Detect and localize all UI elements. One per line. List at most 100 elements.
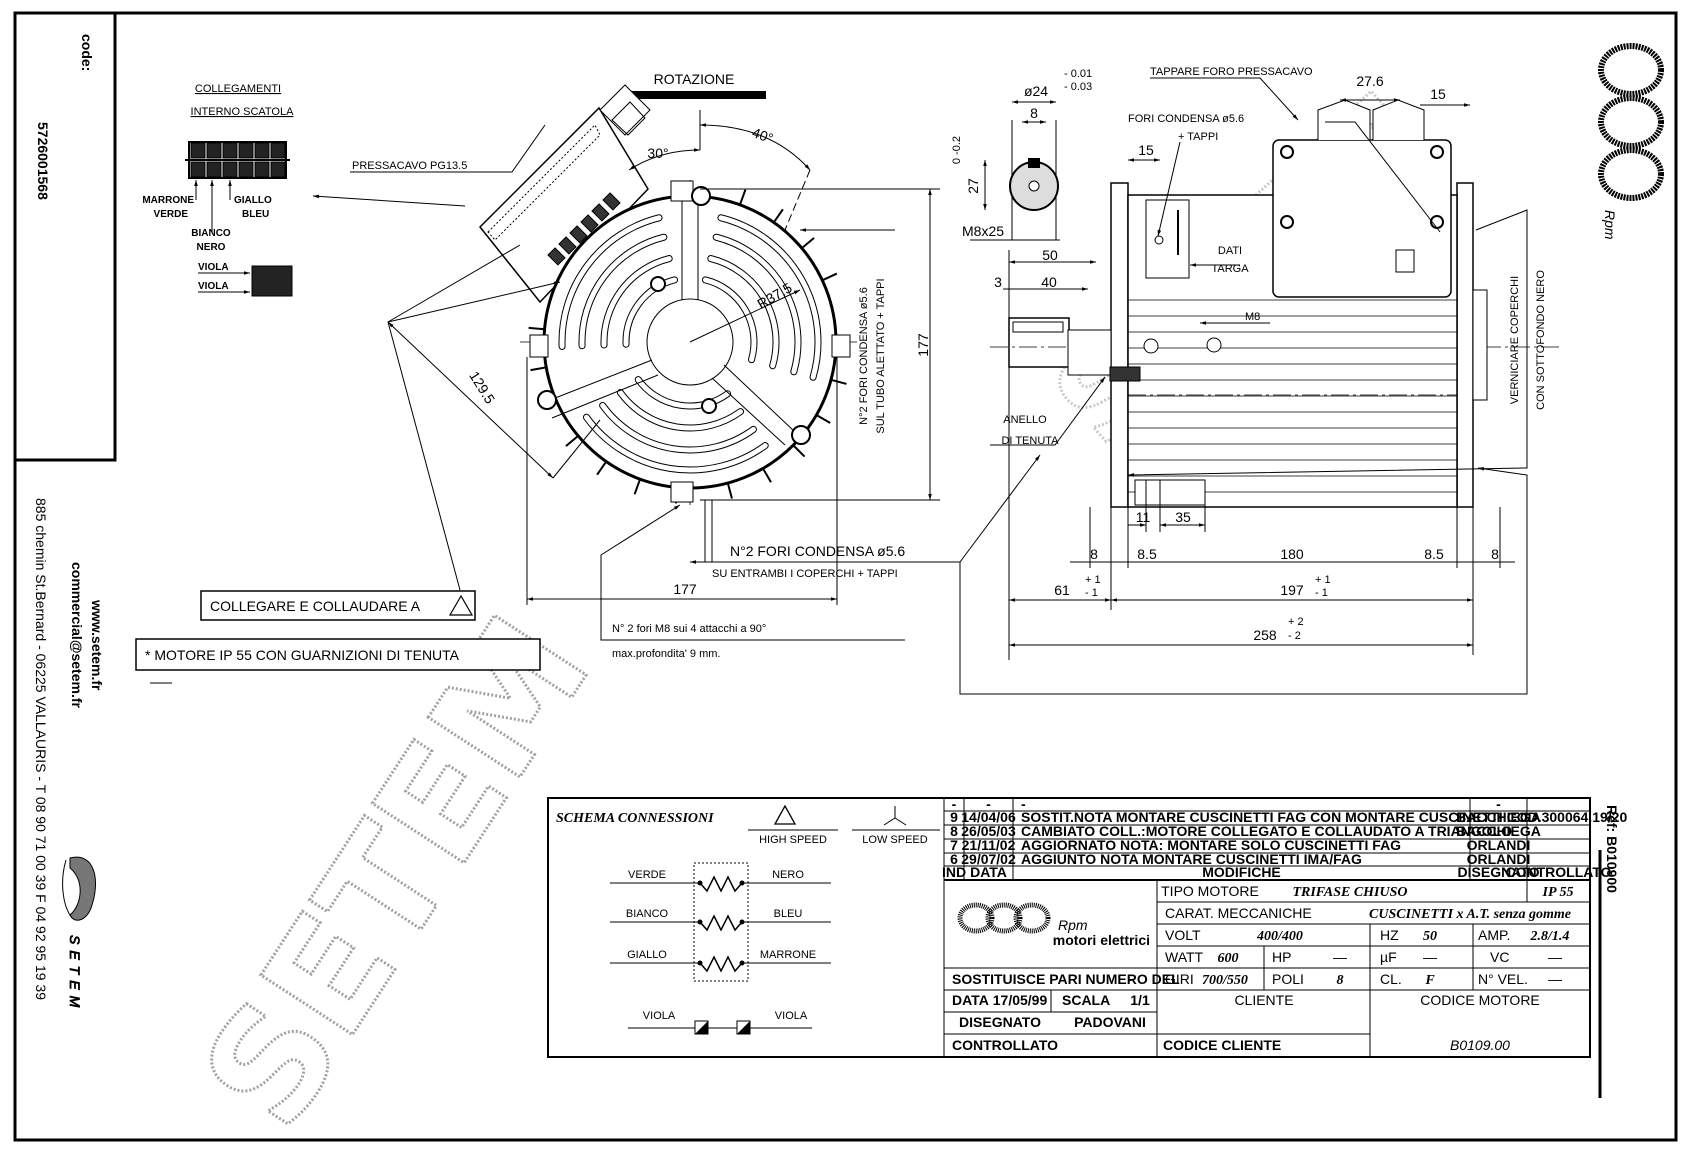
vent-slot-inner: [583, 414, 768, 473]
ip-note-box: [135, 638, 541, 671]
schema-title: SCHEMA CONNESSIONI: [556, 811, 714, 826]
motor-hub: [646, 298, 734, 386]
wire-label-marrone: MARRONE: [142, 195, 194, 206]
reference-code: Réf: B010900: [1604, 805, 1620, 893]
schema-label-bianco: BIANCO: [626, 908, 669, 920]
spec-amp-label: AMP.: [1478, 927, 1510, 943]
code-box: code: 5726001568: [13, 11, 117, 462]
cooling-fin: [565, 435, 579, 447]
tol-197-plus: + 1: [1315, 574, 1331, 586]
cell-ind: -: [952, 796, 957, 812]
wire-label-viola-2: VIOLA: [198, 281, 229, 292]
cell-drawn: DISEGNATO: [1458, 864, 1540, 880]
cell-data: DATA: [970, 864, 1007, 880]
spec-controllato-label: CONTROLLATO: [952, 1037, 1058, 1053]
cell-text: AGGIUNTO NOTA MONTARE CUSCINETTI IMA/FAG: [1021, 851, 1362, 867]
dim-180: 180: [1280, 546, 1304, 562]
cooling-fin: [633, 478, 642, 495]
spec-tipo-label: TIPO MOTORE: [1161, 883, 1259, 899]
cell-data: 14/04/06: [961, 809, 1016, 825]
cooling-fin: [772, 208, 784, 223]
wire-label-bianco: BIANCO: [191, 228, 231, 239]
spec-cl-value: F: [1424, 973, 1435, 988]
cable-glands-side: [1317, 99, 1425, 140]
winding-icon: [699, 955, 743, 973]
spec-sostituisce-value: -: [1128, 971, 1133, 987]
rpm-rings-logo-icon: [957, 902, 1051, 934]
email-link: commercial@setem.fr: [69, 562, 85, 708]
drain-holes-side-note: N°2 FORI CONDENSA ø5.6: [858, 287, 870, 425]
rotation-label: ROTAZIONE: [654, 71, 735, 87]
low-speed-label: LOW SPEED: [862, 834, 927, 846]
cell-ind: 9: [950, 809, 958, 825]
spec-giri-label: GIRI: [1165, 971, 1194, 987]
terminal-cell: [222, 161, 238, 178]
cell-ind: 8: [950, 823, 958, 839]
dim-197: 197: [1280, 582, 1304, 598]
vent-slot-inner: [559, 215, 662, 349]
nameplate-label: DATI: [1218, 245, 1242, 257]
vent-slot-inner: [718, 215, 821, 380]
spec-cliente-label: CLIENTE: [1234, 992, 1293, 1008]
thread-label: M8x25: [962, 223, 1004, 239]
drain-holes-side-note-2: SUL TUBO ALETTATO + TAPPI: [875, 278, 887, 433]
vent-slot-inner: [713, 234, 801, 375]
gland-spacing: 27.6: [1356, 73, 1383, 89]
rpm-logo-text: Rpm: [1602, 210, 1618, 240]
rear-flange: [1456, 182, 1474, 508]
mount-holes-note: N° 2 fori M8 sui 4 attacchi a 90°: [612, 623, 766, 635]
rpm-rings-logo-icon: [1598, 43, 1664, 201]
connection-schema: SCHEMA CONNESSIONI HIGH SPEED LOW SPEED …: [556, 804, 940, 1035]
spec-amp-value: 2.8/1.4: [1530, 929, 1570, 944]
terminal-cell: [222, 142, 238, 159]
logo-subtitle: motori elettrici: [1053, 932, 1150, 948]
tol-258-plus: + 2: [1288, 616, 1304, 628]
terminal-box-side: [1272, 139, 1452, 298]
terminal-cell: [602, 192, 621, 211]
terminal-dot: [739, 880, 745, 886]
connect-note-box: [200, 590, 476, 621]
terminal-cell: [270, 142, 286, 159]
tol-258-minus: - 2: [1288, 630, 1301, 642]
drain-holes-covers-note-2: SU ENTRAMBI I COPERCHI + TAPPI: [712, 568, 898, 580]
terminal-cell: [547, 247, 566, 266]
foot-length: 35: [1175, 509, 1191, 525]
code-number: 5726001568: [35, 122, 51, 200]
terminal-cell: [254, 142, 270, 159]
terminal-cell: [190, 142, 206, 159]
terminal-cell: [580, 214, 599, 233]
tol-61-plus: + 1: [1085, 574, 1101, 586]
vent-slot-inner: [579, 234, 667, 349]
tol-197-minus: - 1: [1315, 587, 1328, 599]
spec-volt-value: 400/400: [1256, 929, 1303, 944]
wire-label-bleu: BLEU: [242, 209, 269, 220]
cell-ind: IND: [942, 864, 966, 880]
spec-scala-value: 1/1: [1130, 992, 1150, 1008]
terminal-cell: [254, 161, 270, 178]
terminal-box: [478, 106, 649, 304]
shaft-tolerance-upper: - 0.01: [1064, 68, 1092, 80]
schema-label-viola-right: VIOLA: [775, 1010, 808, 1022]
cell-text: MODIFICHE: [1202, 864, 1281, 880]
box-offset: 15: [1430, 86, 1446, 102]
terminal-cell: [206, 142, 222, 159]
cell-ind: 6: [950, 851, 958, 867]
schema-label-verde: VERDE: [628, 869, 666, 881]
cooling-fin: [596, 461, 608, 476]
spec-nvel-label: N° VEL.: [1478, 971, 1528, 987]
cooling-fin: [530, 366, 547, 372]
schema-label-bleu: BLEU: [774, 908, 803, 920]
cell-drawn: BACCHIEGA: [1456, 823, 1541, 839]
schema-label-marrone: MARRONE: [760, 949, 816, 961]
spec-sostituisce-label: SOSTITUISCE PARI NUMERO DEL: [952, 971, 1180, 987]
seal-label: ANELLO: [1003, 414, 1047, 426]
width-dimension: 177: [673, 581, 697, 597]
connections-subtitle: INTERNO SCATOLA: [191, 106, 295, 118]
plug-note: TAPPARE FORO PRESSACAVO: [1150, 66, 1313, 78]
terminal-cell: [238, 142, 254, 159]
terminal-cell: [270, 161, 286, 178]
cell-text: CAMBIATO COLL.:MOTORE COLLEGATO E COLLAU…: [1021, 823, 1512, 839]
